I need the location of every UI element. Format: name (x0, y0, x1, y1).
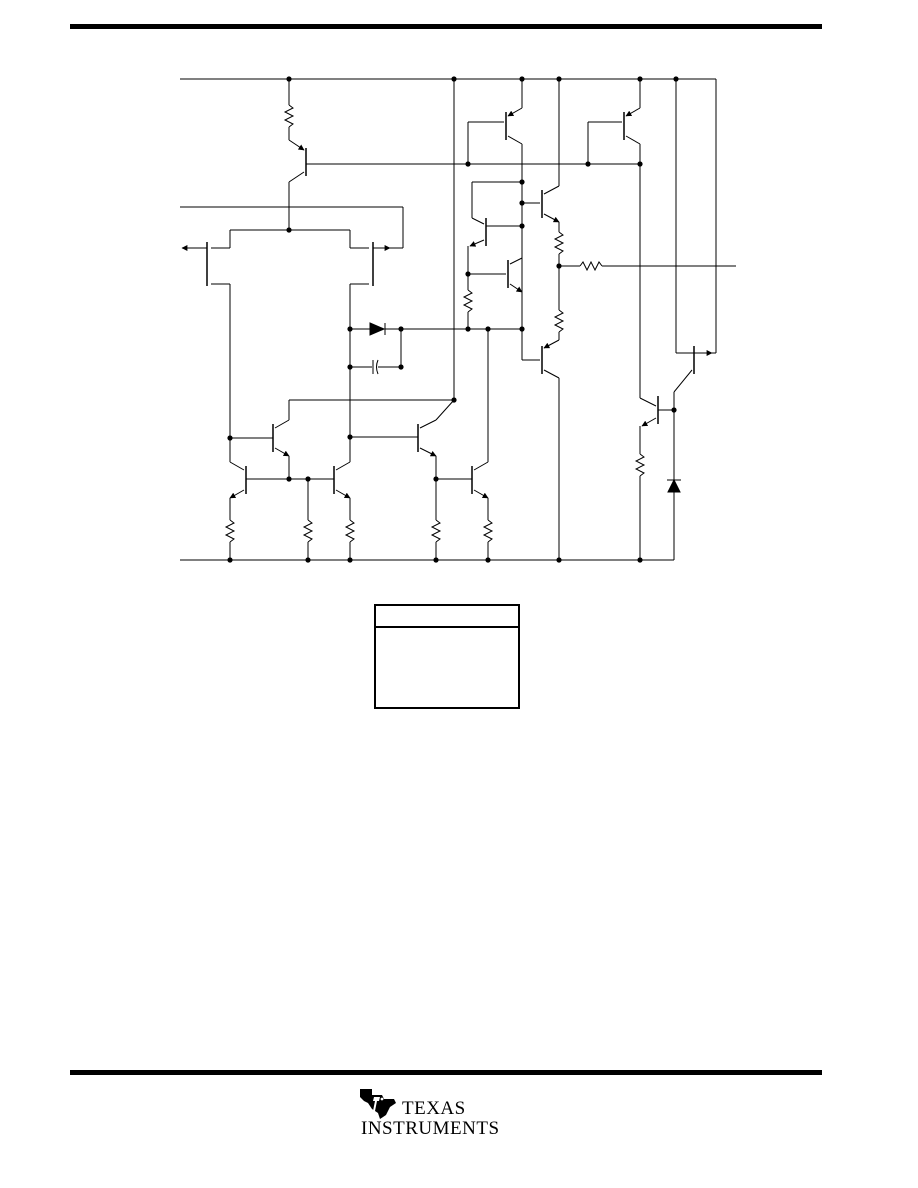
resistor-r5 (430, 519, 442, 543)
junction-dots (227, 76, 679, 563)
ti-state-logo-icon (360, 1089, 396, 1119)
resistor-r7 (462, 289, 474, 313)
texas-instruments-logo: TEXAS INSTRUMENTS (358, 1085, 523, 1145)
resistor-r4 (344, 519, 356, 543)
zener-diode (667, 478, 681, 493)
resistor-r8 (553, 231, 565, 255)
resistor-r2 (224, 519, 236, 543)
footer-rule (70, 1070, 822, 1075)
resistor-r6 (482, 519, 494, 543)
header-rule (70, 24, 822, 29)
diode-d1 (369, 322, 386, 336)
ti-company-line2: INSTRUMENTS (361, 1118, 500, 1139)
resistor-r11 (634, 453, 646, 477)
resistor-r1 (283, 104, 295, 128)
resistor-r9 (579, 260, 603, 272)
ti-company-line1: TEXAS (402, 1098, 466, 1119)
resistor-r3 (302, 519, 314, 543)
resistor-r10 (553, 309, 565, 333)
component-count-table (374, 604, 520, 709)
